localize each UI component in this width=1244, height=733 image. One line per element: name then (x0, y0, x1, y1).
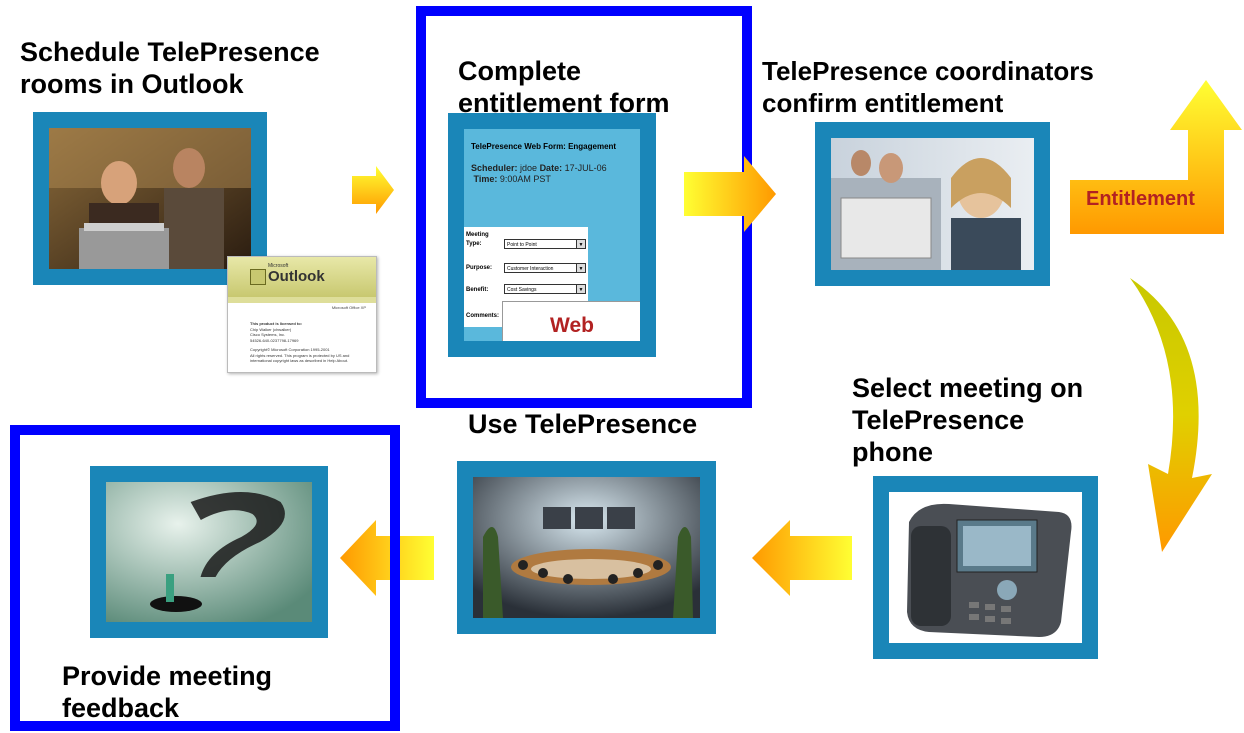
time-label: Time: (473, 174, 498, 184)
ip-phone-photo (889, 492, 1082, 643)
outlook-splash-card: Microsoft Outlook Microsoft Office XP Th… (227, 256, 377, 373)
step-entitlement-form-label: Complete entitlement form (458, 56, 670, 118)
photo-frame-schedule (33, 112, 267, 285)
outlook-brand-small: Microsoft (268, 263, 289, 269)
call-center-agents-photo (831, 138, 1034, 270)
photo-frame-feedback (90, 466, 328, 638)
step-use-label: Use TelePresence (468, 409, 698, 439)
arrow-right-2 (684, 156, 776, 232)
dropdown-arrow-icon: ▼ (576, 240, 585, 248)
photo-frame-use (457, 461, 716, 634)
benefit-value: Cost Savings (507, 287, 537, 293)
curved-arrow-down (1130, 278, 1212, 552)
benefit-select[interactable]: Cost Savings ▼ (504, 284, 586, 294)
web-badge-text: Web (550, 314, 594, 337)
scheduler-value: jdoe (520, 163, 538, 173)
photo-frame-phone (873, 476, 1098, 659)
outlook-copyright2: All rights reserved. This program is pro… (250, 352, 350, 358)
arrow-right-1 (352, 166, 394, 214)
purpose-select[interactable]: Customer Interaction ▼ (504, 263, 586, 273)
entitlement-up-arrow (1070, 80, 1242, 234)
outlook-license-line2: Cisco Systems, Inc. (250, 332, 286, 337)
dropdown-arrow-icon: ▼ (576, 264, 585, 272)
date-label: Date: (539, 163, 563, 173)
web-form-panel: TelePresence Web Form: Engagement Schedu… (464, 129, 640, 341)
purpose-value: Customer Interaction (507, 266, 554, 272)
meeting-type-select[interactable]: Point to Point ▼ (504, 239, 586, 249)
photo-frame-coordinators (815, 122, 1050, 286)
arrow-left-1 (752, 520, 852, 596)
comments-label: Comments: (466, 313, 500, 319)
outlook-license-line1: Chip Walker (chwalker) (250, 326, 292, 332)
time-value: 9:00AM PST (499, 174, 551, 184)
date-value: 17-JUL-06 (564, 163, 607, 173)
web-form-title: TelePresence Web Form: Engagement (471, 142, 617, 151)
dropdown-arrow-icon: ▼ (576, 285, 585, 293)
meeting-type-value: Point to Point (507, 242, 537, 248)
outlook-suite: Microsoft Office XP (331, 305, 366, 310)
benefit-label: Benefit: (466, 287, 489, 293)
outlook-copyright1: Copyright© Microsoft Corporation 1995-20… (250, 347, 330, 352)
question-mark-photo (106, 482, 312, 622)
step-coordinators-label: TelePresence coordinators confirm entitl… (762, 56, 1094, 118)
scheduler-label: Scheduler: (471, 163, 518, 173)
outlook-license-line3: 54526-640-0237798-17969 (250, 337, 299, 343)
highlight-box-feedback (10, 425, 400, 731)
business-men-laptop-photo (49, 128, 251, 269)
web-badge: Web (502, 301, 640, 341)
outlook-header-band: Microsoft Outlook (228, 257, 376, 297)
outlook-brand: Outlook (268, 268, 325, 285)
telepresence-room-photo (473, 477, 700, 618)
step-select-meeting-label: Select meeting on TelePresence phone (852, 373, 1084, 467)
outlook-logo-icon (250, 269, 266, 285)
outlook-licensed: This product is licensed to: (250, 321, 303, 326)
arrow-left-2 (340, 520, 434, 596)
meeting-type-label: Meeting Type: (466, 232, 489, 247)
step-schedule-label: Schedule TelePresence rooms in Outlook (20, 37, 320, 99)
photo-frame-web-form: TelePresence Web Form: Engagement Schedu… (448, 113, 656, 357)
entitlement-label: Entitlement (1086, 188, 1195, 210)
purpose-label: Purpose: (466, 265, 493, 271)
outlook-copyright3: international copyright laws as describe… (250, 358, 349, 363)
step-feedback-label: Provide meeting feedback (62, 661, 273, 723)
